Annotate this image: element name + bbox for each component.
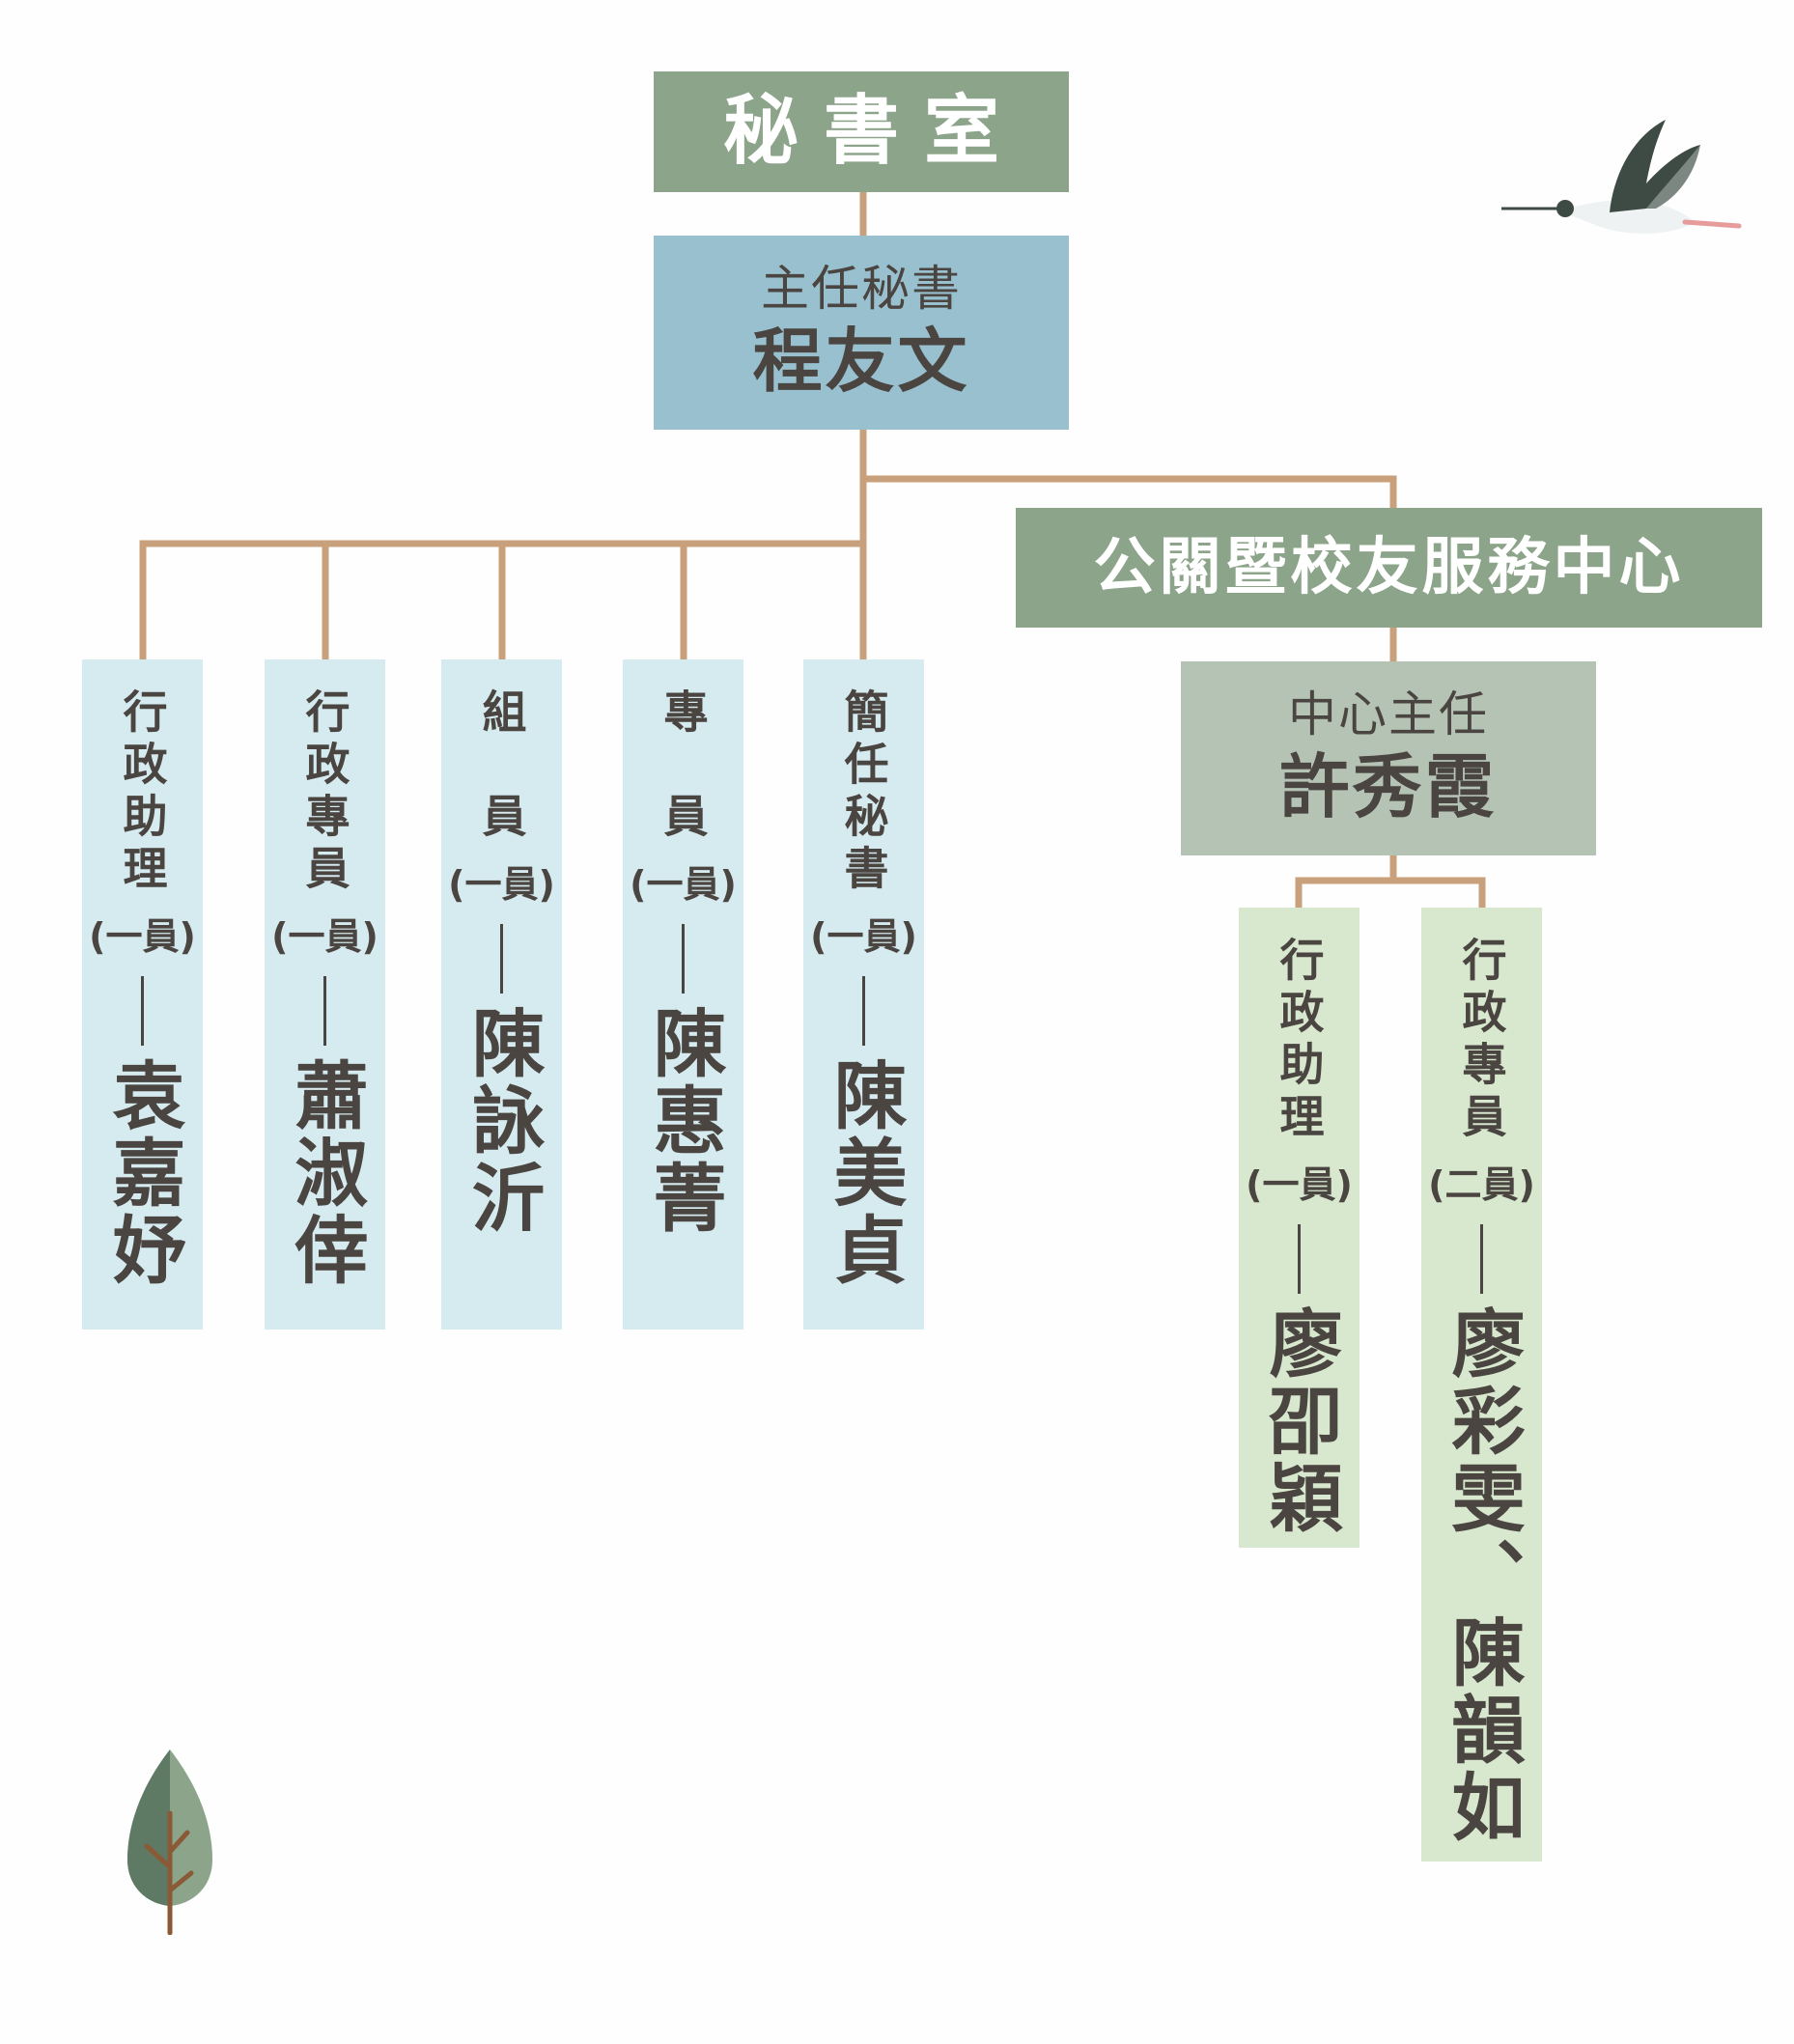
center-staff-column-admin-assistant: 行政助理 (一員) 廖卲穎 — [1239, 908, 1360, 1548]
staff-names: 袁嘉妤 — [99, 1057, 186, 1289]
staff-names: 陳詠沂 — [459, 1005, 546, 1237]
leaf-tree-icon — [127, 1750, 212, 1935]
staff-column-specialist: 專 員 (一員) 陳惠菁 — [623, 659, 743, 1330]
staff-names: 陳惠菁 — [640, 1005, 727, 1237]
staff-names: 蕭淑倖 — [282, 1057, 369, 1289]
stilt-bird-icon — [1501, 120, 1742, 234]
name-divider — [1298, 1224, 1301, 1294]
staff-count: (一員) — [448, 863, 555, 906]
staff-title: 專 員 — [657, 688, 710, 845]
office-title: 秘書室 — [654, 71, 1069, 192]
staff-names: 廖彩雯、陳韻如 — [1439, 1305, 1526, 1846]
staff-count: (一員) — [1246, 1163, 1353, 1206]
name-divider — [500, 924, 503, 994]
center-head-name: 許秀霞 — [1279, 746, 1498, 827]
staff-title: 行政助理 — [116, 688, 169, 897]
staff-title: 簡任秘書 — [837, 688, 890, 897]
name-divider — [862, 976, 865, 1046]
name-divider — [682, 924, 685, 994]
center-title: 公關暨校友服務中心 — [1016, 508, 1762, 628]
name-divider — [141, 976, 144, 1046]
name-divider — [1480, 1224, 1483, 1294]
staff-names: 陳美貞 — [821, 1057, 908, 1289]
name-divider — [323, 976, 326, 1046]
staff-count: (一員) — [89, 915, 196, 958]
center-head-role: 中心主任 — [1288, 686, 1489, 742]
staff-title: 行政專員 — [1455, 937, 1508, 1145]
center-staff-column-admin-specialist: 行政專員 (二員) 廖彩雯、陳韻如 — [1421, 908, 1542, 1862]
staff-count: (一員) — [630, 863, 737, 906]
staff-column-section-member: 組 員 (一員) 陳詠沂 — [441, 659, 562, 1330]
staff-column-admin-assistant: 行政助理 (一員) 袁嘉妤 — [82, 659, 203, 1330]
staff-title: 行政助理 — [1273, 937, 1326, 1145]
staff-title: 行政專員 — [298, 688, 351, 897]
staff-names: 廖卲穎 — [1256, 1305, 1343, 1537]
center-head-box: 中心主任 許秀霞 — [1181, 661, 1596, 855]
staff-column-admin-specialist: 行政專員 (一員) 蕭淑倖 — [265, 659, 385, 1330]
director-box: 主任秘書 程友文 — [654, 236, 1069, 430]
staff-title: 組 員 — [475, 688, 528, 845]
director-name: 程友文 — [752, 321, 970, 402]
staff-count: (二員) — [1428, 1163, 1535, 1206]
director-role: 主任秘書 — [761, 261, 962, 317]
staff-count: (一員) — [810, 915, 917, 958]
staff-column-senior-secretary: 簡任秘書 (一員) 陳美貞 — [803, 659, 924, 1330]
staff-count: (一員) — [271, 915, 378, 958]
